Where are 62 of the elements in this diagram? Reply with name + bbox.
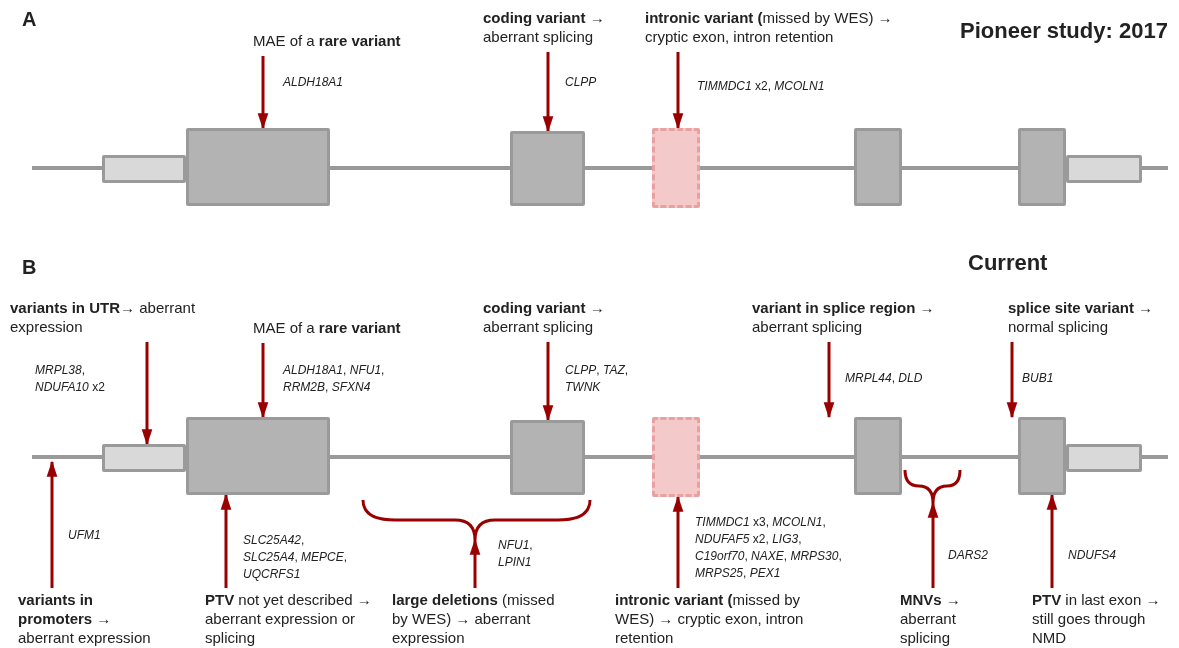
- annotation-text: variants in promoters → aberrant expression: [18, 590, 168, 647]
- exon-box: [510, 420, 585, 495]
- arrow: [542, 52, 554, 133]
- arrow: [542, 342, 554, 422]
- gene-label: DARS2: [948, 547, 989, 564]
- exon-box: [854, 417, 902, 495]
- annotation-text: variant in splice region → aberrant splicing: [752, 298, 992, 336]
- arrow: [927, 501, 939, 588]
- arrow: [672, 52, 684, 130]
- utr-box: [102, 444, 186, 472]
- arrow: [141, 342, 153, 446]
- gene-label: TIMMDC1 x3, MCOLN1, NDUFAF5 x2, LIG3, C19orf70, NAXE, MRPS30, MRPS25, PEX1: [695, 514, 843, 582]
- arrow: [1006, 342, 1018, 419]
- exon-box: [186, 417, 330, 495]
- arrow: [823, 342, 835, 419]
- gene-label: MRPL38, NDUFA10 x2: [35, 362, 106, 396]
- gene-label: BUB1: [1022, 370, 1055, 387]
- arrow: [469, 538, 481, 588]
- utr-box: [1066, 155, 1142, 183]
- annotation-text: MAE of a rare variant: [253, 31, 473, 50]
- annotation-text: large deletions (missed by WES) → aberrant expression: [392, 590, 564, 647]
- arrow: [46, 460, 58, 588]
- annotation-text: coding variant → aberrant splicing: [483, 298, 633, 336]
- annotation-text: splice site variant → normal splicing: [1008, 298, 1179, 336]
- curly-brace: [361, 499, 592, 542]
- exon-box: [510, 131, 585, 206]
- curly-brace: [903, 469, 962, 505]
- gene-label: NDUFS4: [1068, 547, 1117, 564]
- cryptic-exon-box: [652, 417, 700, 497]
- gene-label: ALDH18A1: [283, 74, 345, 91]
- cryptic-exon-box: [652, 128, 700, 208]
- annotation-text: PTV in last exon → still goes through NMD: [1032, 590, 1178, 647]
- utr-box: [102, 155, 186, 183]
- annotation-text: intronic variant (missed by WES) → cryptic exon, intron retention: [645, 8, 915, 46]
- annotation-text: MAE of a rare variant: [253, 318, 473, 337]
- panel-heading: Current: [968, 250, 1048, 276]
- annotation-text: coding variant → aberrant splicing: [483, 8, 633, 46]
- gene-label: ALDH18A1, NFU1, RRM2B, SFXN4: [283, 362, 386, 396]
- gene-label: CLPP: [565, 74, 598, 91]
- arrow: [220, 493, 232, 588]
- gene-label: SLC25A42, SLC25A4, MEPCE, UQCRFS1: [243, 532, 349, 583]
- arrow: [1046, 493, 1058, 588]
- annotation-text: MNVs → aberrant splicing: [900, 590, 970, 647]
- exon-box: [186, 128, 330, 206]
- gene-label: CLPP, TAZ, TWNK: [565, 362, 630, 396]
- arrow: [257, 56, 269, 130]
- panel-letter: A: [22, 8, 37, 31]
- gene-label: MRPL44, DLD: [845, 370, 924, 387]
- panel-letter: B: [22, 256, 37, 279]
- exon-box: [1018, 417, 1066, 495]
- gene-label: UFM1: [68, 527, 102, 544]
- arrow: [672, 495, 684, 588]
- utr-box: [1066, 444, 1142, 472]
- gene-label: NFU1, LPIN1: [498, 537, 534, 571]
- exon-box: [854, 128, 902, 206]
- gene-label: TIMMDC1 x2, MCOLN1: [697, 78, 826, 95]
- annotation-text: intronic variant (missed by WES) → cryptic exon, intron retention: [615, 590, 807, 647]
- panel-heading: Pioneer study: 2017: [960, 18, 1168, 44]
- annotation-text: variants in UTR→ aberrant expression: [10, 298, 230, 336]
- arrow: [257, 343, 269, 419]
- exon-box: [1018, 128, 1066, 206]
- annotation-text: PTV not yet described → aberrant expression or splicing: [205, 590, 373, 647]
